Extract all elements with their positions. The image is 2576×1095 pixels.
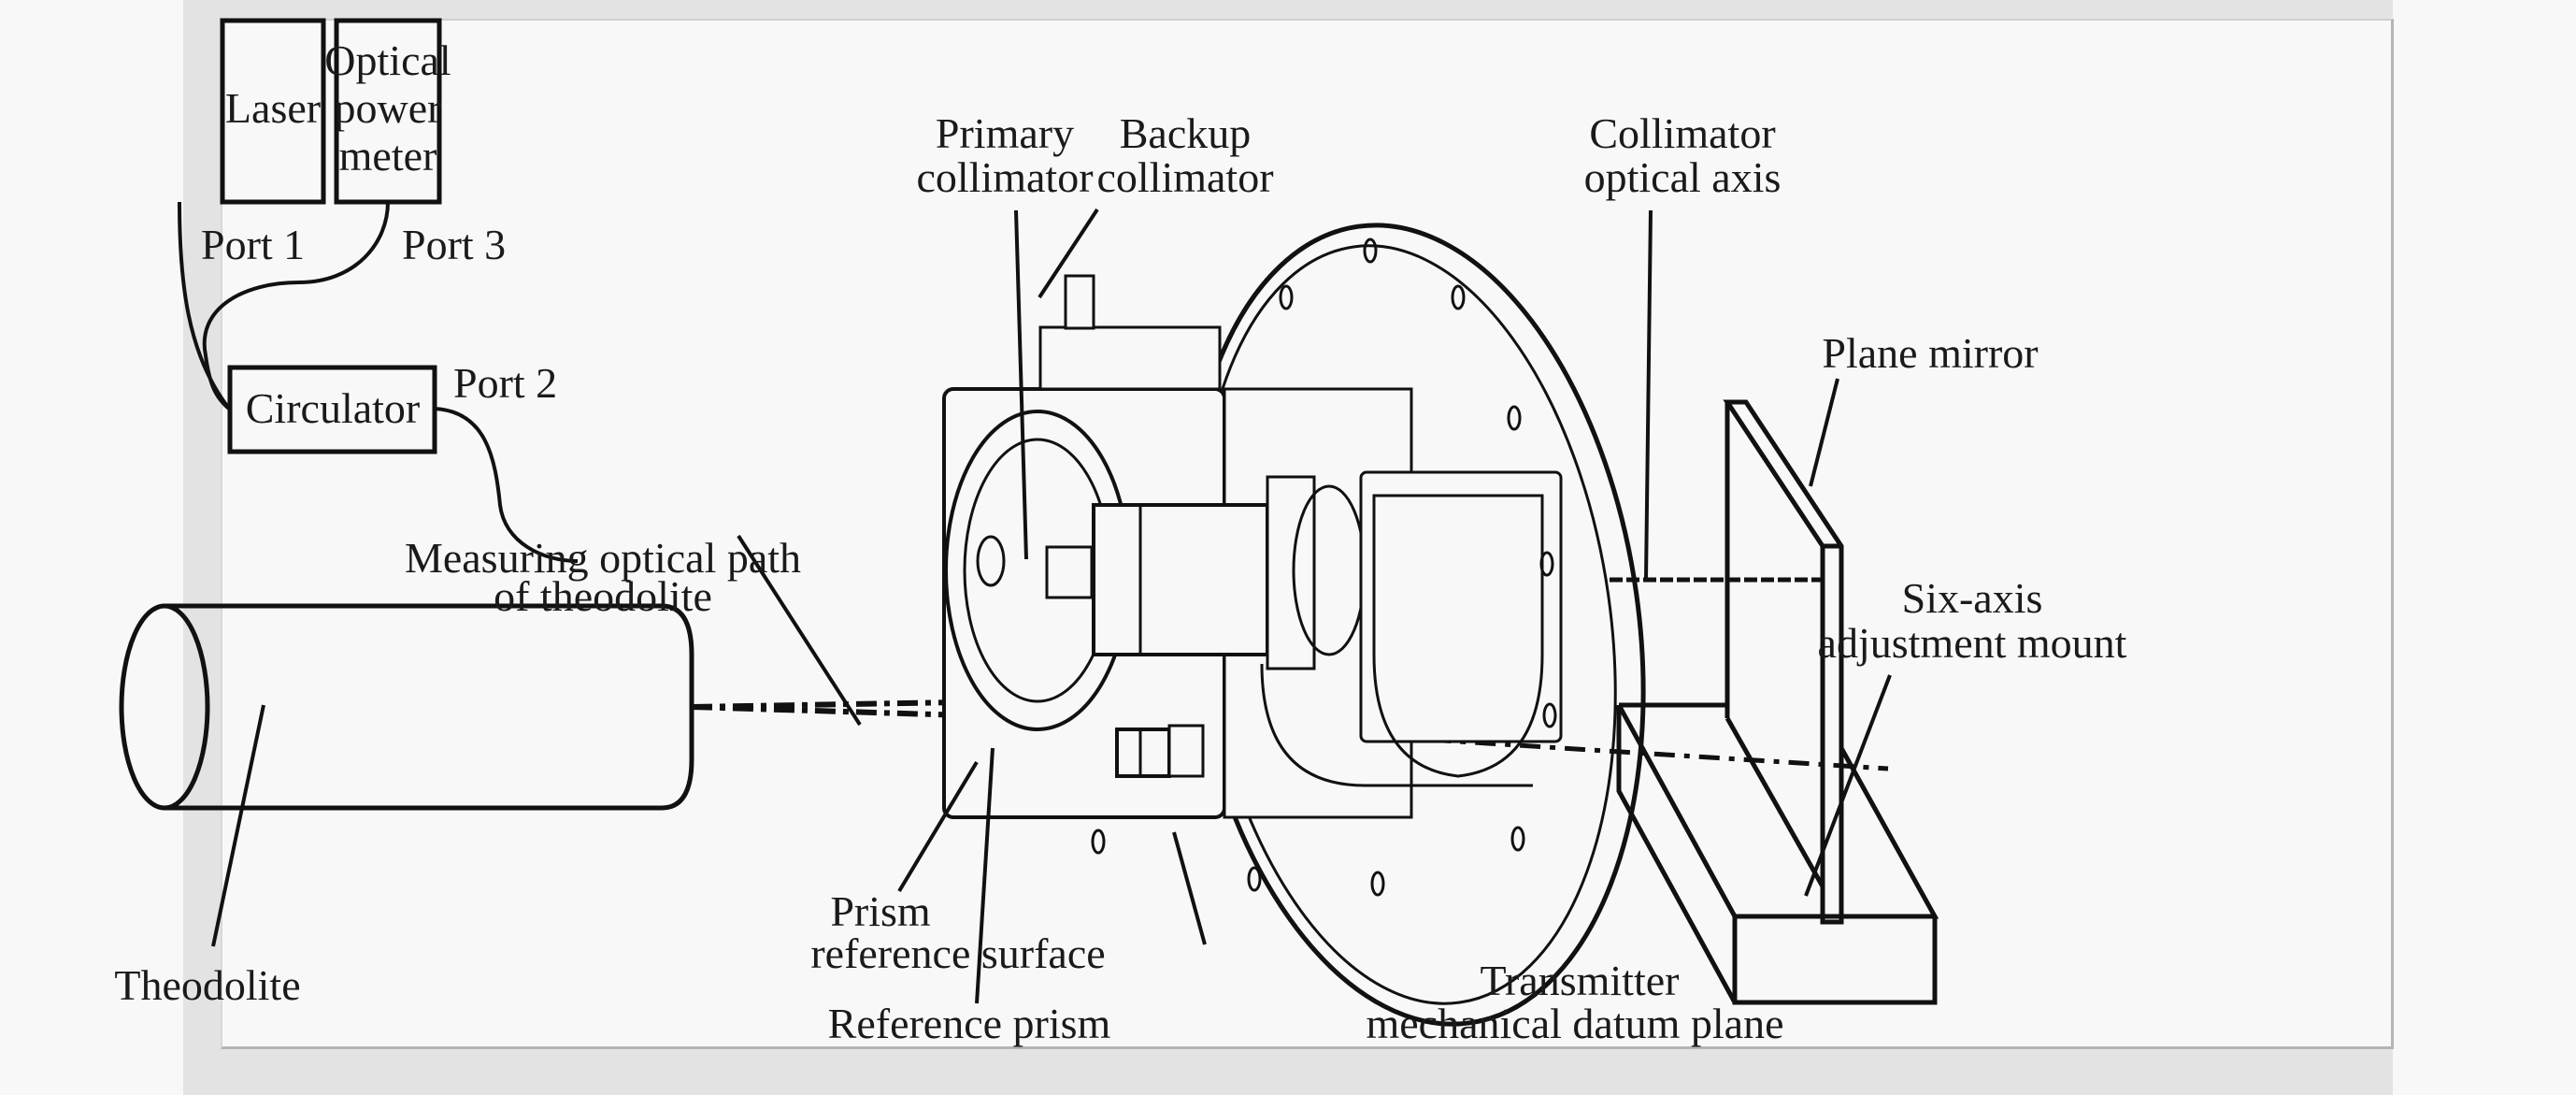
power-meter-box: Optical power meter (324, 18, 451, 205)
primary-collimator-label-1: Primary (936, 109, 1074, 157)
measuring-path-label-2: of theodolite (494, 572, 712, 620)
theodolite: Theodolite (114, 603, 694, 1009)
reference-prism-leader (975, 747, 995, 1004)
circulator-label: Circulator (246, 384, 421, 432)
measuring-optical-path: Measuring optical path of theodolite (405, 534, 1889, 771)
primary-collimator-leader (1014, 209, 1028, 560)
port3-label: Port 3 (402, 221, 506, 268)
collimator-axis-label-1: Collimator (1589, 109, 1775, 157)
measuring-path-label-1: Measuring optical path (405, 534, 801, 582)
plane-mirror-leader (1809, 378, 1839, 487)
prism-surface-leader (897, 760, 979, 893)
six-axis-mount (1616, 702, 1939, 1005)
prism-surface-label-2: reference surface (810, 929, 1105, 977)
backup-collimator-leader (1038, 208, 1099, 299)
power-meter-label-1: Optical (324, 36, 451, 84)
fiber-port3 (202, 201, 390, 411)
laser-label: Laser (225, 84, 321, 132)
measuring-path-leader (737, 534, 862, 727)
reference-prism (1115, 728, 1171, 778)
prism-surface-label-1: Prism (830, 887, 931, 935)
laser-box: Laser (220, 18, 326, 205)
theodolite-label: Theodolite (114, 961, 300, 1009)
fiber-port2 (434, 407, 579, 563)
plane-mirror (1723, 399, 1844, 925)
port1-label: Port 1 (201, 221, 305, 268)
power-meter-label-3: meter (339, 132, 437, 180)
plane-mirror-label: Plane mirror (1822, 329, 2038, 377)
port2-label: Port 2 (453, 359, 557, 407)
primary-collimator-label-2: collimator (916, 153, 1093, 201)
datum-plane-label-2: mechanical datum plane (1366, 1000, 1783, 1047)
backup-collimator-label-1: Backup (1120, 109, 1252, 157)
datum-plane-leader (1172, 831, 1207, 945)
six-axis-label-2: adjustment mount (1818, 619, 2127, 667)
six-axis-label-1: Six-axis (1902, 574, 2043, 622)
datum-plane-label-1: Transmitter (1481, 957, 1680, 1004)
collimator-axis-label-2: optical axis (1584, 153, 1782, 201)
power-meter-label-2: power (335, 84, 442, 132)
six-axis-mount-leader (1804, 674, 1892, 897)
circulator-box: Circulator (227, 365, 437, 454)
collimator-axis-leader (1644, 209, 1653, 581)
backup-collimator-label-2: collimator (1096, 153, 1273, 201)
reference-prism-label: Reference prism (828, 1000, 1111, 1047)
theodolite-leader (211, 704, 265, 947)
transmitter-assembly (942, 223, 1646, 1027)
